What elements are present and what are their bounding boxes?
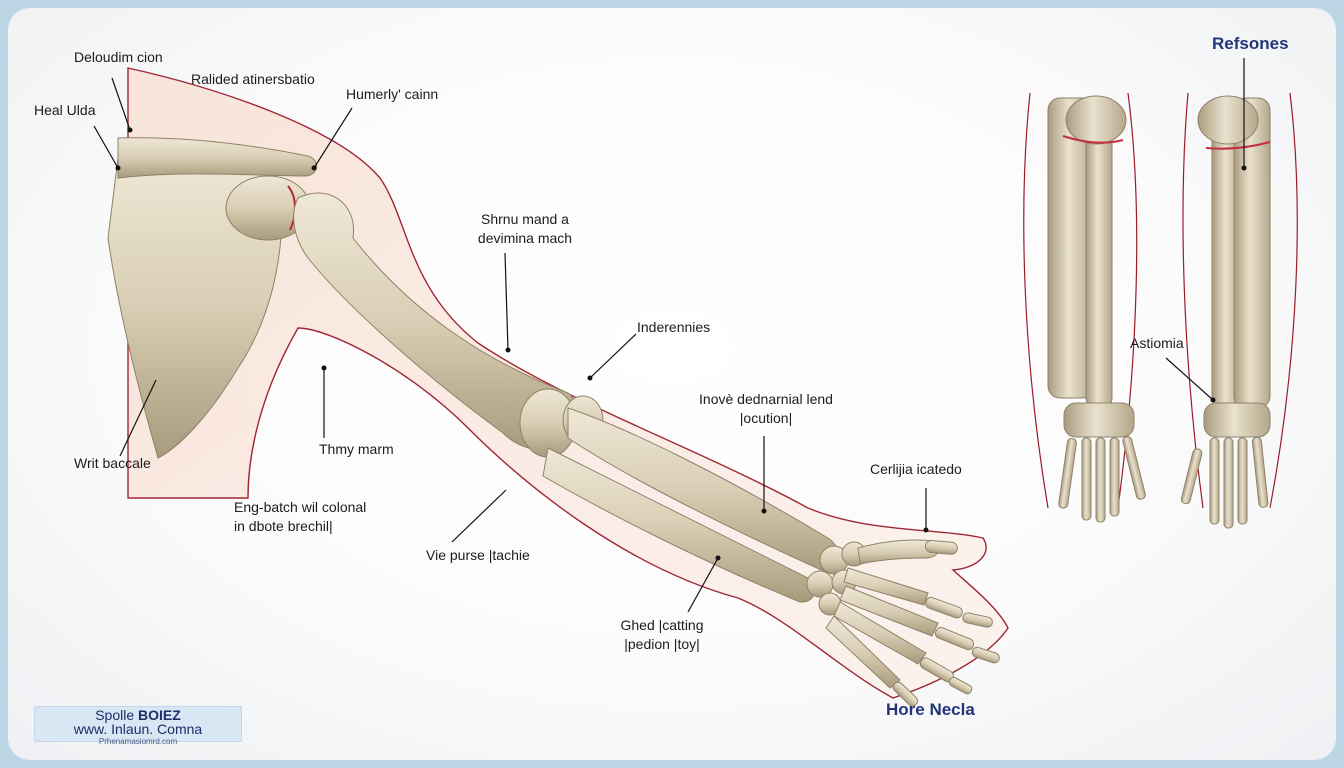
label-thmy-marm: Thmy marm [319,441,394,457]
label-heal-ulda: Heal Ulda [34,102,96,118]
label-ghed-line-2: |pedion |toy| [624,636,700,652]
label-ghed: Ghed |catting |pedion |toy| [608,616,716,654]
label-writ-baccale: Writ baccale [74,455,151,471]
label-inove-line-2: |ocution| [739,410,793,426]
label-delouditn: Deloudim cion [74,49,163,65]
label-inove: Inovè dednarnial lend |ocution| [688,390,844,428]
title-hore-necla: Hore Necla [886,700,975,719]
label-inderennies: Inderennies [637,319,711,335]
forearm-view-2 [1180,92,1298,529]
brand-line-2: www. Inlaun. Comna [73,721,203,737]
diagram-canvas: Deloudim cion Heal Ulda Ralided atinersb… [8,8,1336,760]
label-shrnu-line-1: Shrnu mand a [481,211,569,227]
label-engbatch-line-1: Eng-batch wil colonal [234,499,367,515]
label-ghed-line-1: Ghed |catting [620,617,704,633]
label-cerlijia: Cerlijia icatedo [870,461,962,477]
leader-lines [93,58,1245,613]
label-vie-purse: Vie purse |tachie [426,547,530,563]
label-engbatch: Eng-batch wil colonal in dbote brechil| [234,498,366,536]
leader-dots [115,127,1247,561]
hand-bones [825,539,1000,707]
title-refsones: Refsones [1212,34,1289,53]
brand-line-3: Prhenamasiomrd.com [98,737,178,746]
label-inove-line-1: Inovè dednarnial lend [699,391,833,407]
label-shrnu-line-2: devimina mach [477,230,573,246]
brand-box: Spolle BOIEZ www. Inlaun. Comna Prhenama… [34,706,242,746]
label-ralided: Ralided atinersbatio [191,71,315,87]
label-humerly: Humerly' cainn [346,86,439,102]
brand-bold: BOIEZ [138,707,181,723]
brand-prefix: Spolle [95,707,139,723]
label-astiomia: Astiomia [1130,335,1184,351]
brand-line-1: Spolle BOIEZ [35,707,241,723]
arm-skeleton-illustration [93,58,1298,707]
forearm-view-1 [1023,92,1146,523]
label-engbatch-line-2: in dbote brechil| [234,518,333,534]
label-shrnu: Shrnu mand a devimina mach [460,210,590,248]
